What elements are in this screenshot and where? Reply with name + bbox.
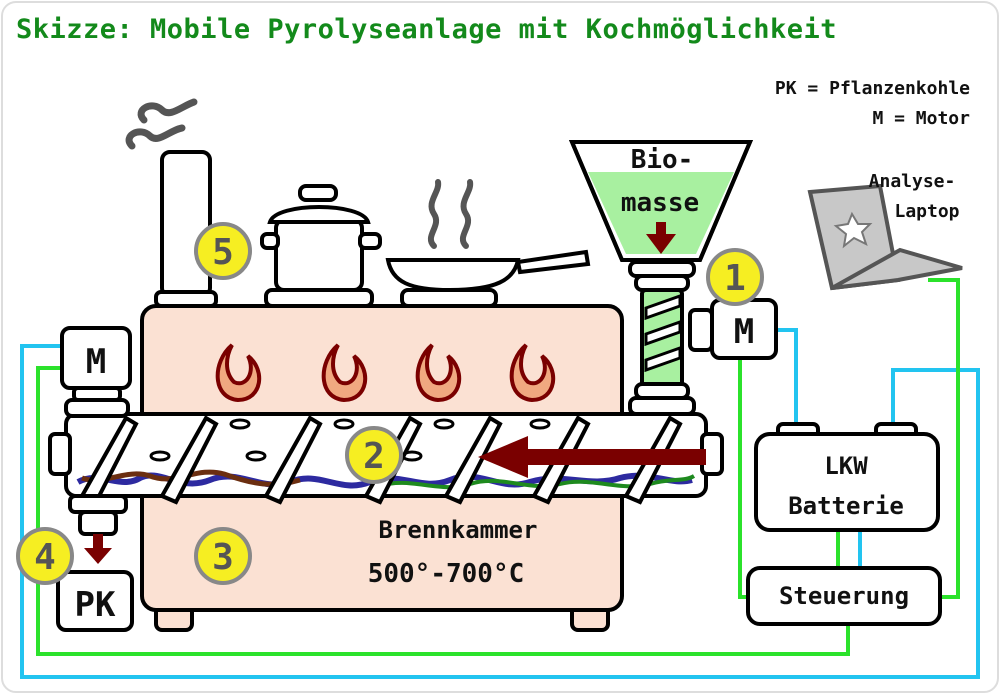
svg-text:1: 1 xyxy=(724,258,746,299)
chamber-temperature: 500°-700°C xyxy=(368,559,525,589)
flames xyxy=(215,343,556,403)
cooking-pot xyxy=(260,184,382,308)
outlet-pipe xyxy=(78,510,118,536)
laptop-label-2: Laptop xyxy=(894,201,959,222)
hopper-label-2: masse xyxy=(621,188,699,218)
wire-green-laptop xyxy=(928,278,960,599)
charcoal-output xyxy=(56,570,134,632)
auger-cap-left xyxy=(48,432,72,476)
battery-label-1: LKW xyxy=(824,452,868,480)
svg-text:5: 5 xyxy=(212,232,234,273)
legend-motor: M = Motor xyxy=(872,108,970,129)
laptop-icon: Analyse- Laptop xyxy=(807,171,963,291)
outlet-assembly: M PK xyxy=(56,326,134,632)
charcoal-output-label: PK xyxy=(75,585,116,625)
flame-icon xyxy=(509,343,556,403)
hopper-label-1: Bio- xyxy=(631,145,694,175)
feed-arrow xyxy=(478,436,706,478)
wire-blue-outer xyxy=(20,344,980,679)
svg-text:3: 3 xyxy=(212,537,234,578)
marker-1: 1 xyxy=(706,248,764,306)
fresh-biomass-flow xyxy=(379,474,696,490)
wire-green-motor xyxy=(738,358,748,599)
flame-icon xyxy=(321,343,368,403)
svg-text:4: 4 xyxy=(34,537,56,578)
wire-blue-motor xyxy=(776,328,798,427)
outlet-arrow xyxy=(84,548,112,564)
flame-icon xyxy=(215,343,262,403)
battery-label-2: Batterie xyxy=(788,492,904,520)
left-motor-label: M xyxy=(86,342,106,382)
chamber-label: Brennkammer xyxy=(379,516,538,544)
marker-4: 4 xyxy=(16,527,74,585)
truck-battery: LKW Batterie xyxy=(754,422,940,532)
marker-3: 3 xyxy=(194,527,252,585)
flame-icon xyxy=(415,343,462,403)
marker-2: 2 xyxy=(345,426,403,484)
control-unit: Steuerung xyxy=(746,566,942,626)
frying-pan xyxy=(385,179,591,308)
marker-5: 5 xyxy=(194,222,252,280)
biomass-hopper: Bio- masse M xyxy=(568,140,778,416)
feed-motor-label: M xyxy=(734,312,754,352)
wiring xyxy=(20,278,980,679)
wire-green-outer xyxy=(36,366,850,656)
control-label: Steuerung xyxy=(779,582,909,610)
legend-pk: PK = Pflanzenkohle xyxy=(774,78,970,99)
laptop-label-1: Analyse- xyxy=(869,171,956,192)
page-title: Skizze: Mobile Pyrolyseanlage mit Kochmö… xyxy=(16,14,838,45)
markers: 1 2 3 4 5 xyxy=(16,222,764,585)
svg-text:2: 2 xyxy=(363,436,385,477)
hopper-arrow xyxy=(646,234,676,254)
